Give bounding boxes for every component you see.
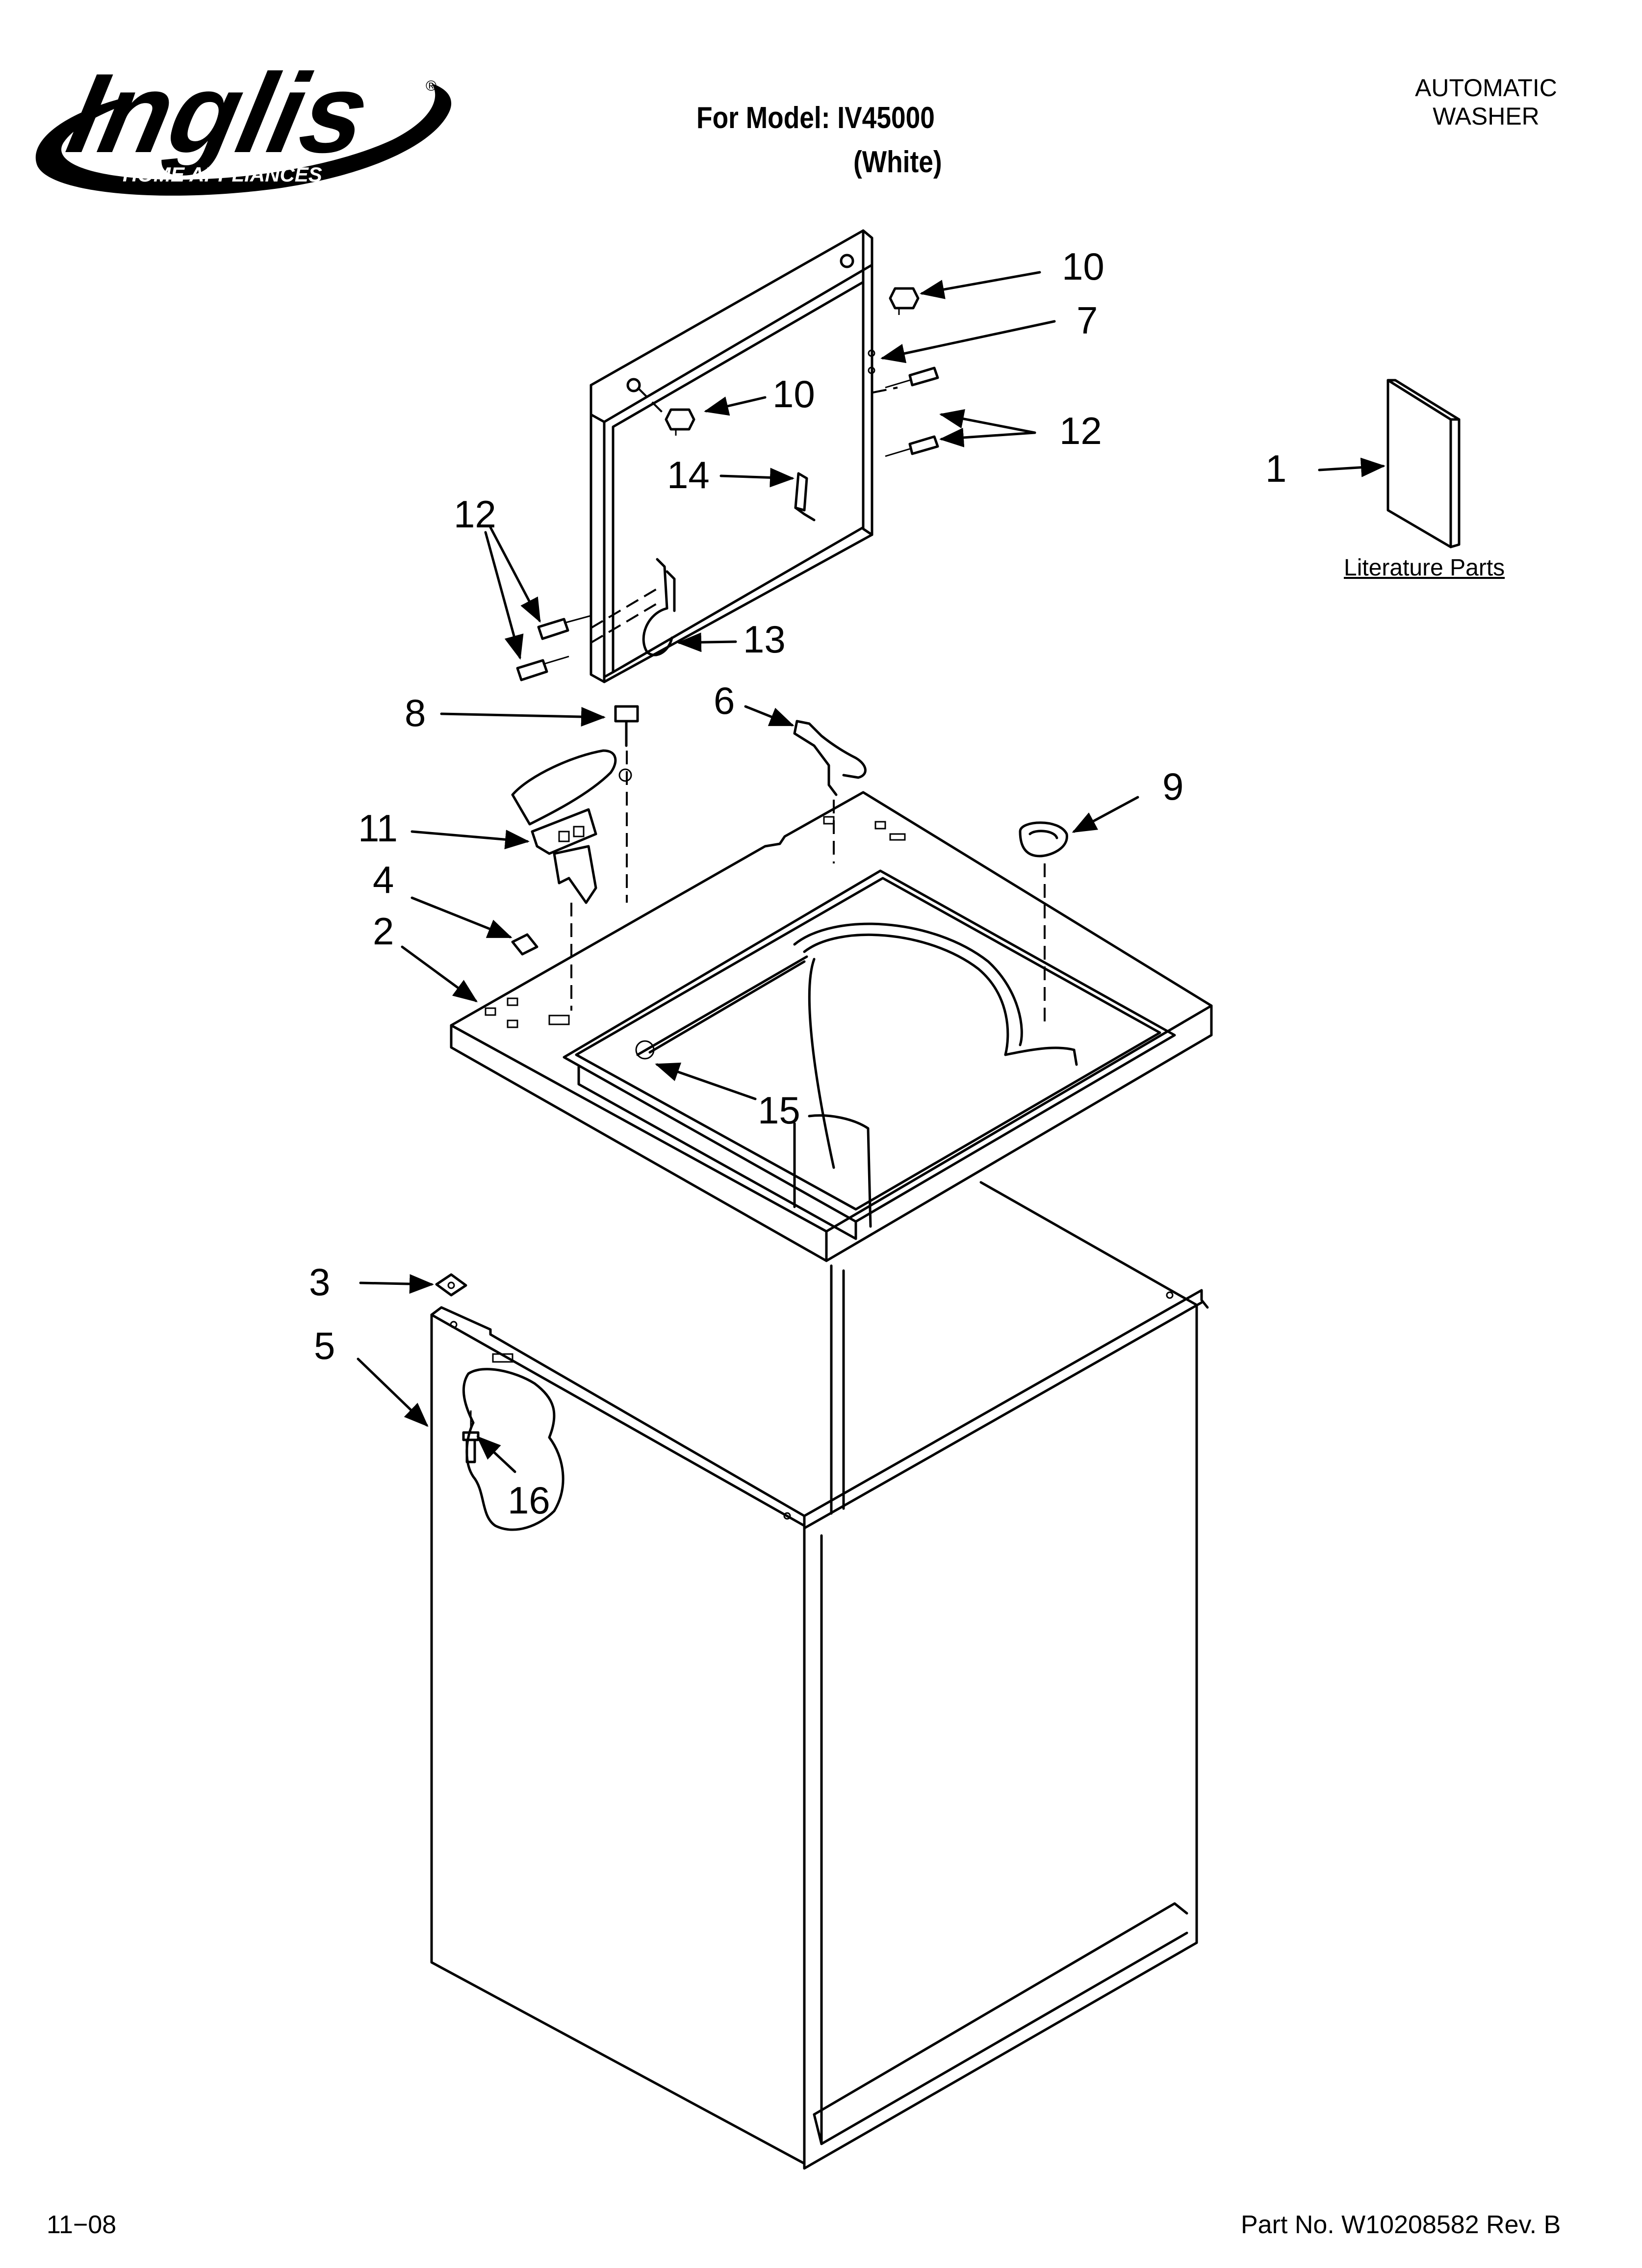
cabinet-screw [462,1410,480,1463]
washer-cabinet [430,1181,1209,2170]
callout-1: 1 [1265,447,1286,490]
literature-parts-label: Literature Parts [1344,555,1505,581]
model-title: For Model: IV45000 [696,101,935,135]
callout-4: 4 [373,858,394,901]
lid-switch-assembly [511,749,617,904]
product-type-line2: WASHER [1433,103,1539,130]
callout-arrows [357,271,1385,1473]
callout-8: 8 [405,691,426,734]
literature-booklet [1386,379,1461,548]
product-type: AUTOMATIC WASHER [1412,74,1560,130]
callout-16: 16 [508,1479,550,1522]
brand-logo-wordmark: Inglis [58,50,380,176]
hinge-screws-left [516,615,591,681]
brand-tagline: HOME APPLIANCES [123,163,322,186]
callout-15: 15 [758,1089,800,1132]
footer-date: 11−08 [47,2211,117,2239]
washer-top [450,791,1213,1262]
lid-bumper-upper [889,287,920,315]
lid-assembly [590,229,875,683]
callout-11: 11 [358,807,398,850]
bleach-dispenser-cap [1019,821,1068,858]
lid-hinge-14 [794,472,816,521]
lid-hinge-13 [642,558,676,656]
top-pad-3 [435,1273,467,1297]
product-type-line1: AUTOMATIC [1415,74,1557,102]
callout-5: 5 [314,1324,335,1367]
brand-registered: ® [426,78,436,94]
hinge-screws-right [885,366,939,457]
callout-6: 6 [714,679,735,722]
cabinet-cutaway [462,1368,564,1531]
callout-9: 9 [1162,765,1183,808]
callout-10-lower: 10 [772,372,815,416]
footer-part-number: Part No. W10208582 Rev. B [1241,2211,1561,2239]
brand-logo: Inglis ® HOME APPLIANCES [35,50,452,196]
callout-13: 13 [743,618,786,661]
switch-screw [614,705,639,747]
lid-bumper-lower [665,408,695,436]
top-pad-4 [511,933,539,956]
callout-7: 7 [1077,299,1098,342]
callout-10-upper: 10 [1062,245,1104,288]
callout-12-left: 12 [454,493,496,536]
callout-2: 2 [373,910,394,953]
callout-14: 14 [667,453,710,496]
callout-3: 3 [309,1260,330,1303]
model-color: (White) [853,145,942,179]
callout-12-right: 12 [1059,409,1102,452]
tub-ring-clip [793,720,867,796]
